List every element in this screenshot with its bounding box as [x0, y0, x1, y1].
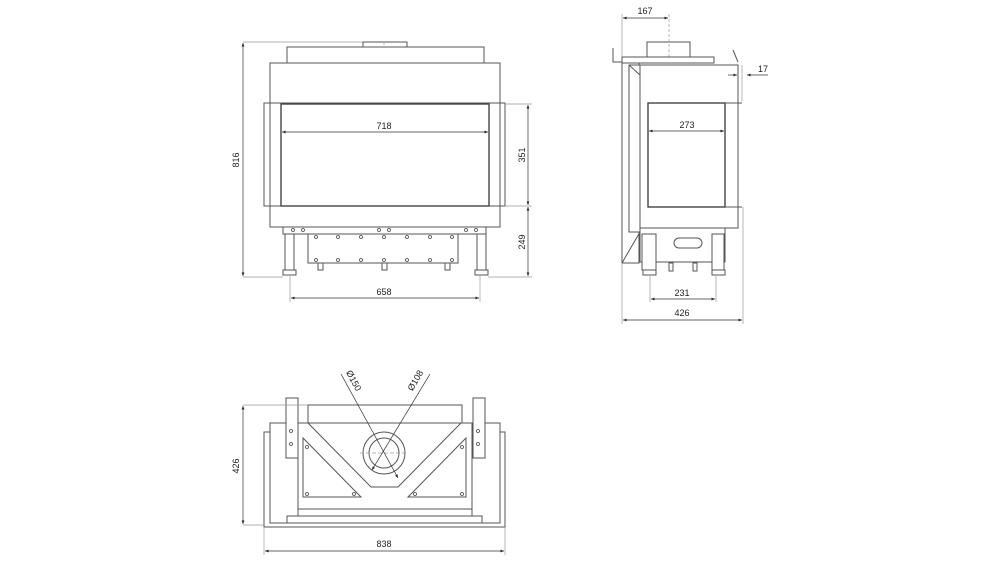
dim-273: 273 — [679, 120, 694, 130]
dim-diameter-150: Ø150 — [344, 369, 363, 393]
dim-658: 658 — [376, 287, 391, 297]
glass-side — [647, 102, 726, 208]
dim-718: 718 — [376, 121, 391, 131]
front-view: 816 718 351 249 658 — [231, 41, 532, 302]
dim-351: 351 — [517, 147, 527, 162]
dim-838: 838 — [376, 539, 391, 549]
dim-diameter-108: Ø108 — [406, 368, 426, 392]
dim-17: 17 — [758, 64, 768, 74]
dim-167: 167 — [637, 6, 652, 16]
side-view: 167 17 273 231 426 — [612, 6, 768, 324]
dim-426-top: 426 — [231, 458, 241, 473]
dim-249: 249 — [517, 234, 527, 249]
dim-231: 231 — [674, 288, 689, 298]
dim-426-side: 426 — [674, 308, 689, 318]
top-view: Ø150 Ø108 426 838 — [231, 368, 506, 555]
bottom-box — [307, 233, 459, 264]
dim-816: 816 — [231, 152, 241, 167]
glass-front — [280, 103, 490, 207]
